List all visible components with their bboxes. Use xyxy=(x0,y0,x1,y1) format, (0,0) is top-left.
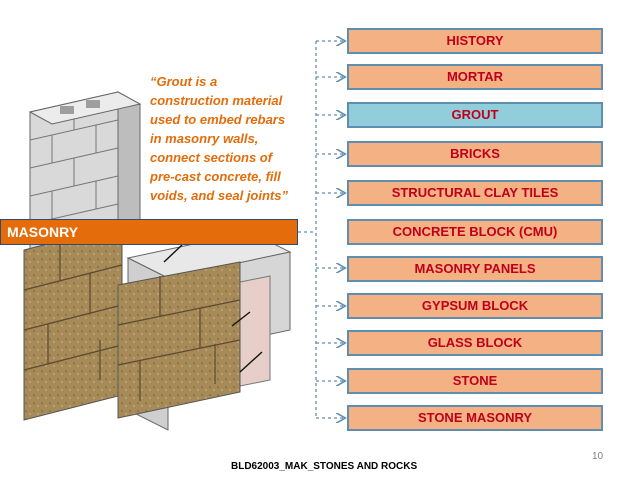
topic-masonry-panels[interactable]: MASONRY PANELS xyxy=(347,256,603,282)
topic-gypsum-block[interactable]: GYPSUM BLOCK xyxy=(347,293,603,319)
topic-stone[interactable]: STONE xyxy=(347,368,603,394)
quote-line: voids, and seal joints” xyxy=(150,188,288,203)
topic-history[interactable]: HISTORY xyxy=(347,28,603,54)
topic-structural-clay-tiles[interactable]: STRUCTURAL CLAY TILES xyxy=(347,180,603,206)
topic-bricks[interactable]: BRICKS xyxy=(347,141,603,167)
slide-footer: BLD62003_MAK_STONES AND ROCKS xyxy=(231,461,418,472)
topic-mortar[interactable]: MORTAR xyxy=(347,64,603,90)
quote-line: “Grout is a xyxy=(150,74,218,89)
topic-stone-masonry[interactable]: STONE MASONRY xyxy=(347,405,603,431)
topic-grout[interactable]: GROUT xyxy=(347,102,603,128)
quote-line: connect sections of xyxy=(150,150,273,165)
topic-glass-block[interactable]: GLASS BLOCK xyxy=(347,330,603,356)
grout-definition-quote: “Grout is a construction material used t… xyxy=(150,72,310,205)
quote-line: in masonry walls, xyxy=(150,131,259,146)
page-number: 10 xyxy=(592,451,604,462)
quote-line: used to embed rebars xyxy=(150,112,286,127)
masonry-label: MASONRY xyxy=(0,219,298,245)
topic-concrete-block[interactable]: CONCRETE BLOCK (CMU) xyxy=(347,219,603,245)
quote-line: construction material xyxy=(150,93,283,108)
masonry-wall-illustration xyxy=(23,91,292,431)
quote-line: pre-cast concrete, fill xyxy=(150,169,281,184)
